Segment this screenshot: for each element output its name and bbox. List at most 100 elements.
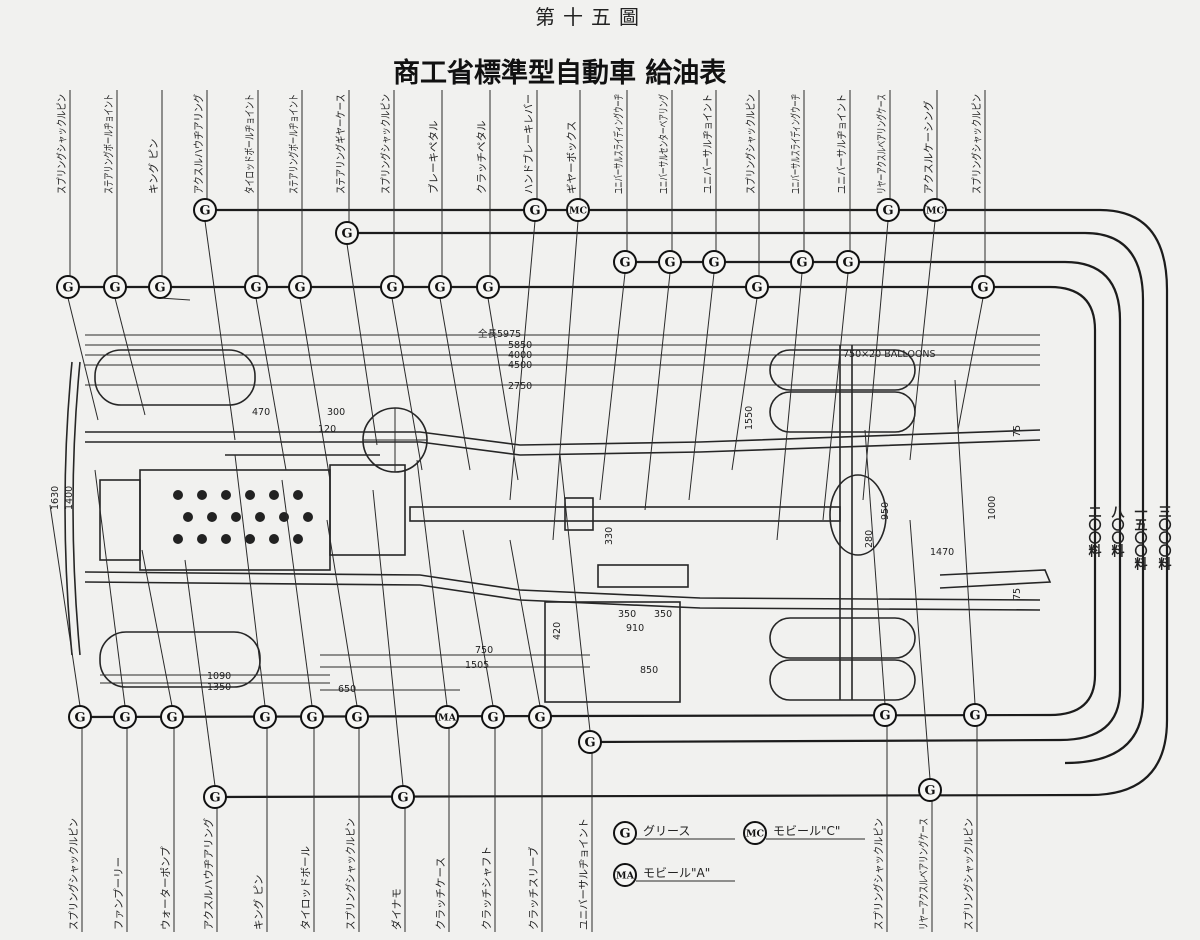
- legend-symbol: G: [619, 827, 630, 842]
- leader-line: [644, 272, 671, 511]
- bottom-label: クラッチシャフト: [481, 846, 493, 930]
- node-circle: [103, 275, 127, 299]
- legend-label: グリース: [643, 824, 690, 838]
- lubrication-point-bottom: G: [300, 705, 324, 729]
- bottom-label: ファンプーリー: [113, 857, 125, 930]
- grease-symbol: G: [977, 281, 988, 296]
- leader-line: [822, 272, 849, 521]
- lubrication-point-top: G: [380, 275, 404, 299]
- node-circle: [68, 705, 92, 729]
- leader-line: [954, 379, 976, 705]
- leader-line: [281, 479, 313, 707]
- grease-symbol: G: [879, 709, 890, 724]
- grease-symbol: G: [199, 204, 210, 219]
- lubrication-point-top: G: [103, 275, 127, 299]
- leader-line: [114, 297, 146, 416]
- dimension-d5850: 5850: [508, 340, 532, 351]
- cylinder-stud: [197, 490, 207, 500]
- cylinder-stud: [197, 534, 207, 544]
- top-label: ハンドブレーキレバー: [522, 94, 535, 194]
- node-circle: [300, 705, 324, 729]
- leader-line: [372, 489, 404, 787]
- mobil-ma-symbol: MA: [438, 713, 457, 724]
- propeller-shaft: [409, 506, 841, 522]
- mobil-mc-symbol: MC: [926, 206, 945, 217]
- bottom-label: クラッチスリーブ: [527, 846, 540, 930]
- dimension-d850: 850: [640, 665, 658, 676]
- grease-symbol: G: [250, 281, 261, 296]
- lubrication-point-bottom: G: [918, 778, 942, 802]
- node-circle: [391, 785, 415, 809]
- lubrication-point-top: G: [244, 275, 268, 299]
- cylinder-stud: [303, 512, 313, 522]
- lubrication-point-top: G: [476, 275, 500, 299]
- differential: [829, 474, 887, 556]
- node-circle: [380, 275, 404, 299]
- lubrication-point-bottom: G: [68, 705, 92, 729]
- leader-line: [67, 297, 99, 421]
- dimension-d280: 280: [864, 530, 875, 548]
- grease-symbol: G: [397, 791, 408, 806]
- dimension-d1400: 1400: [64, 486, 75, 510]
- cylinder-stud: [269, 490, 279, 500]
- cylinder-stud: [245, 534, 255, 544]
- top-label: クラッチペタル: [476, 121, 488, 195]
- bottom-label: タイロッドボール: [300, 846, 312, 930]
- lubrication-point-top: G: [193, 198, 217, 222]
- node-circle: [428, 275, 452, 299]
- dimension-overall_length: 全長5975: [478, 328, 521, 340]
- dimension-d910: 910: [626, 623, 644, 634]
- front-tire-right: [99, 631, 261, 688]
- grease-symbol: G: [584, 736, 595, 751]
- grease-symbol: G: [487, 711, 498, 726]
- node-circle: [790, 250, 814, 274]
- leader-line: [326, 519, 358, 707]
- grease-symbol: G: [482, 281, 493, 296]
- cylinder-stud: [293, 490, 303, 500]
- leader-line: [94, 469, 126, 707]
- interval-label-0: 二〇〇料: [1086, 505, 1102, 558]
- node-circle: [745, 275, 769, 299]
- bottom-label: リヤーアクスルベアリングケース: [917, 818, 930, 930]
- node-circle: [203, 785, 227, 809]
- cylinder-stud: [221, 534, 231, 544]
- node-circle: [160, 705, 184, 729]
- leader-line: [416, 459, 448, 707]
- dimension-d950: 950: [880, 502, 891, 520]
- grease-symbol: G: [259, 711, 270, 726]
- cylinder-stud: [255, 512, 265, 522]
- lubrication-point-bottom: G: [963, 703, 987, 727]
- leader-line: [141, 549, 173, 707]
- mobil-mc-symbol: MC: [569, 206, 588, 217]
- dimension-d750: 750: [475, 645, 493, 656]
- lubrication-point-bottom: MA: [435, 705, 459, 729]
- node-circle: [253, 705, 277, 729]
- legend-symbol: MC: [746, 829, 765, 840]
- dimension-d330: 330: [604, 527, 615, 545]
- grease-symbol: G: [209, 791, 220, 806]
- grease-symbol: G: [74, 711, 85, 726]
- center-bearing: [564, 497, 594, 531]
- top-label: キング ピン: [147, 138, 160, 194]
- dimension-d1550: 1550: [744, 406, 755, 430]
- cylinder-stud: [245, 490, 255, 500]
- top-label: ユニバーサルスライディングウーヂ: [612, 94, 625, 194]
- bottom-label: スプリングシャックルピン: [872, 818, 885, 930]
- grease-symbol: G: [386, 281, 397, 296]
- lubrication-point-bottom: G: [873, 703, 897, 727]
- interval-label-2: 一五〇〇料: [1132, 505, 1148, 571]
- node-circle: [435, 705, 459, 729]
- lubrication-point-bottom: G: [160, 705, 184, 729]
- grease-symbol: G: [534, 711, 545, 726]
- rear-tire-left: [769, 349, 916, 391]
- grease-symbol: G: [154, 281, 165, 296]
- grease-symbol: G: [529, 204, 540, 219]
- lubrication-point-bottom: G: [578, 730, 602, 754]
- bottom-label: スプリングシャックルピン: [344, 818, 357, 930]
- leader-line: [184, 559, 216, 787]
- node-circle: [876, 198, 900, 222]
- dimension-d2750: 2750: [508, 381, 532, 392]
- top-label: スプリングシャックルピン: [379, 94, 392, 194]
